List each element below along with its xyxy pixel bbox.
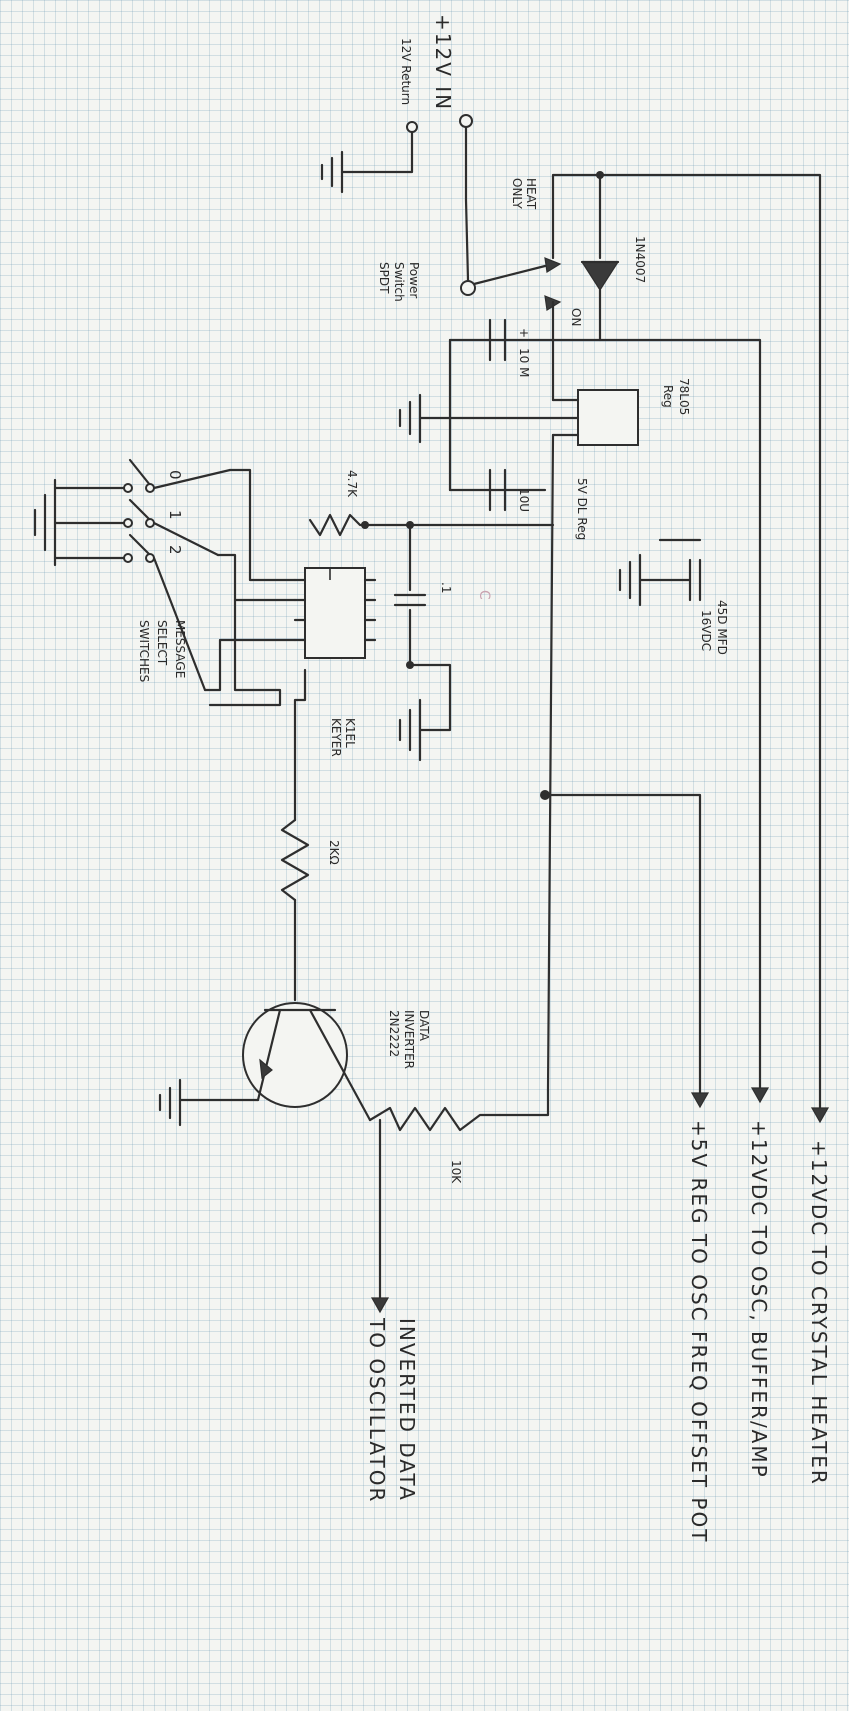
resistor-4-7k: [308, 513, 367, 537]
keyer-label-1: K1EL: [343, 718, 357, 748]
heater-line: 1N4007: [551, 171, 830, 1124]
inverter-section: 2KΩ DATA INVERTER 2N2222 10K: [158, 788, 502, 1314]
crystal-heater-arrow: [810, 1107, 830, 1124]
transistor-2n2222: [242, 1002, 348, 1108]
12v-return-label: 12V Return: [399, 38, 413, 105]
cap-in-plus: +: [517, 328, 531, 338]
power-input-group: +12V IN 12V Return: [320, 14, 473, 282]
inverted-data-arrow: [370, 1297, 390, 1314]
cap-1-label: .1: [439, 582, 453, 593]
ground-symbol-reg: [398, 393, 422, 444]
bulk-cap-label-1: 45D MFD: [715, 600, 729, 655]
return-wire: [340, 130, 414, 174]
switch-num-2: 2: [166, 545, 184, 556]
ground-symbol-bulk: [618, 553, 642, 607]
resistor-2k: [280, 818, 310, 902]
inverted-data-label-2: TO OSCILLATOR: [365, 1317, 389, 1503]
diode-1n4007: [580, 261, 620, 292]
bulk-cap-label-2: 16VDC: [699, 610, 713, 651]
output-label-heater: +12VDC TO CRYSTAL HEATER: [807, 1140, 831, 1486]
osc-buffer-arrow: [750, 1087, 770, 1104]
cap-out-label: 10U: [517, 488, 531, 512]
power-switch: Power Switch SPDT HEAT ONLY ON: [377, 178, 583, 326]
transistor-label-3: 2N2222: [387, 1010, 401, 1057]
output-label-osc-buffer: +12VDC TO OSC, BUFFER/AMP: [747, 1120, 771, 1479]
ground-symbol-keyer: [398, 698, 422, 762]
switch-label-1: Power: [407, 262, 421, 298]
message-select-label-2: SELECT: [155, 620, 169, 666]
regulated-section: 10 M + 78L05 Reg 10U 5V DL Reg: [363, 300, 770, 1117]
keyer-area: 4.7K .1 C K1EL KEYER: [203, 468, 492, 792]
switch-label-2: Switch: [392, 262, 406, 302]
return-terminal: [406, 121, 418, 133]
plus-12v-in-label: +12V IN: [431, 14, 455, 111]
keyer-chip: [304, 567, 366, 659]
regulator-label-1: 78L05: [677, 378, 691, 415]
switch-common: [460, 280, 476, 296]
heat-only-label-2: ONLY: [510, 178, 524, 210]
faint-mark: C: [476, 590, 492, 600]
regulator-78l05: [577, 389, 639, 446]
diode-label: 1N4007: [633, 236, 647, 283]
resistor-47k-label: 4.7K: [345, 470, 359, 498]
on-label: ON: [569, 308, 583, 326]
keyer-label-2: KEYER: [329, 718, 343, 757]
message-select-switches: 0 1 2 MESSAGE SELECT SWITCHES: [33, 458, 232, 692]
plus-12v-terminal: [459, 114, 473, 128]
message-select-label-3: SWITCHES: [137, 620, 151, 682]
transistor-label-1: DATA: [417, 1010, 431, 1042]
switch-label-3: SPDT: [377, 262, 391, 294]
transistor-label-2: INVERTER: [402, 1010, 416, 1069]
ground-symbol-return: [320, 150, 344, 194]
plus-12v-wire: [464, 125, 470, 282]
switch-num-1: 1: [166, 510, 184, 521]
resistor-10k: [368, 1106, 502, 1132]
reg-note: 5V DL Reg: [575, 478, 589, 540]
message-select-label-1: MESSAGE: [173, 620, 187, 678]
output-label-offset-pot: +5V REG TO OSC FREQ OFFSET POT: [687, 1120, 711, 1543]
ground-symbol-transistor: [158, 1078, 182, 1127]
regulator-label-2: Reg: [661, 385, 675, 408]
output-labels: +12VDC TO CRYSTAL HEATER +12VDC TO OSC, …: [365, 1120, 831, 1543]
cap-in-label: 10 M: [517, 348, 531, 377]
ground-symbol-switches: [33, 478, 57, 567]
inverted-data-label-1: INVERTED DATA: [395, 1318, 419, 1502]
resistor-10k-label: 10K: [449, 1160, 463, 1184]
heat-only-label-1: HEAT: [524, 178, 538, 210]
switch-num-0: 0: [166, 470, 184, 481]
osc-pot-arrow: [690, 1092, 710, 1109]
resistor-2k-label: 2KΩ: [327, 840, 341, 865]
